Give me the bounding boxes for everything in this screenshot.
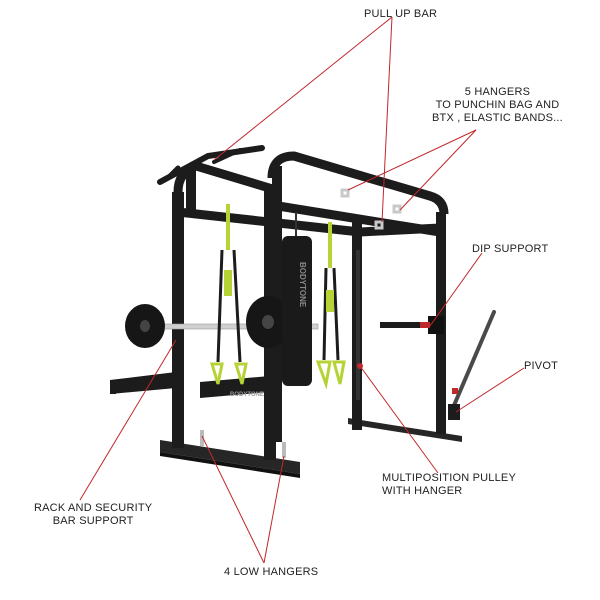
callout-line-pull-up-bar-2 — [381, 16, 393, 223]
label-rack-line1: RACK AND SECURITY — [34, 502, 153, 514]
label-pulley-line1: MULTIPOSITION PULLEY — [382, 472, 516, 484]
label-low-hangers: 4 LOW HANGERS — [224, 566, 318, 579]
suspension-strap-right — [315, 222, 346, 390]
callout-line-low-hangers-1 — [201, 435, 265, 564]
top-hangers — [340, 188, 402, 230]
pivot-bar — [448, 310, 496, 420]
label-hangers-line2: TO PUNCHIN BAG AND — [435, 99, 560, 111]
label-rack-support: RACK AND SECURITY BAR SUPPORT — [34, 502, 152, 528]
label-dip-support: DIP SUPPORT — [472, 243, 548, 256]
label-pivot: PIVOT — [524, 360, 558, 373]
label-pivot-text: PIVOT — [524, 360, 559, 372]
dip-support-arm — [380, 316, 444, 334]
callout-line-low-hangers-2 — [263, 455, 285, 564]
suspension-strap-left — [209, 204, 248, 385]
label-rack-line2: BAR SUPPORT — [52, 515, 134, 527]
label-low-hangers-text: 4 LOW HANGERS — [224, 566, 319, 578]
callout-line-hangers-2 — [399, 129, 477, 211]
label-hangers-line1: 5 HANGERS — [464, 86, 531, 98]
floor-base — [160, 418, 462, 478]
callout-line-pivot — [455, 367, 525, 413]
pull-up-bar — [157, 145, 265, 185]
label-hangers-line3: BTX , ELASTIC BANDS... — [432, 112, 563, 124]
callout-line-hangers-1 — [347, 129, 477, 191]
label-pull-up-bar: PULL UP BAR — [364, 8, 437, 21]
callout-line-pull-up-bar — [213, 16, 393, 161]
label-pulley: MULTIPOSITION PULLEY WITH HANGER — [382, 472, 516, 498]
bag-brand-text: BODYTONE — [298, 262, 307, 308]
label-pulley-line2: WITH HANGER — [382, 485, 463, 497]
callout-lines — [79, 16, 525, 564]
barbell — [125, 296, 319, 348]
callout-line-dip-support — [429, 252, 483, 327]
base-brand-text: BODYTONE — [230, 392, 264, 398]
callout-line-pulley — [359, 365, 439, 474]
top-frame — [173, 151, 449, 237]
punching-bag: BODYTONE — [282, 212, 312, 386]
label-pull-up-bar-text: PULL UP BAR — [364, 8, 438, 20]
label-dip-support-text: DIP SUPPORT — [472, 243, 549, 255]
callout-line-rack — [79, 339, 177, 501]
label-hangers: 5 HANGERS TO PUNCHIN BAG AND BTX , ELAST… — [432, 86, 563, 125]
